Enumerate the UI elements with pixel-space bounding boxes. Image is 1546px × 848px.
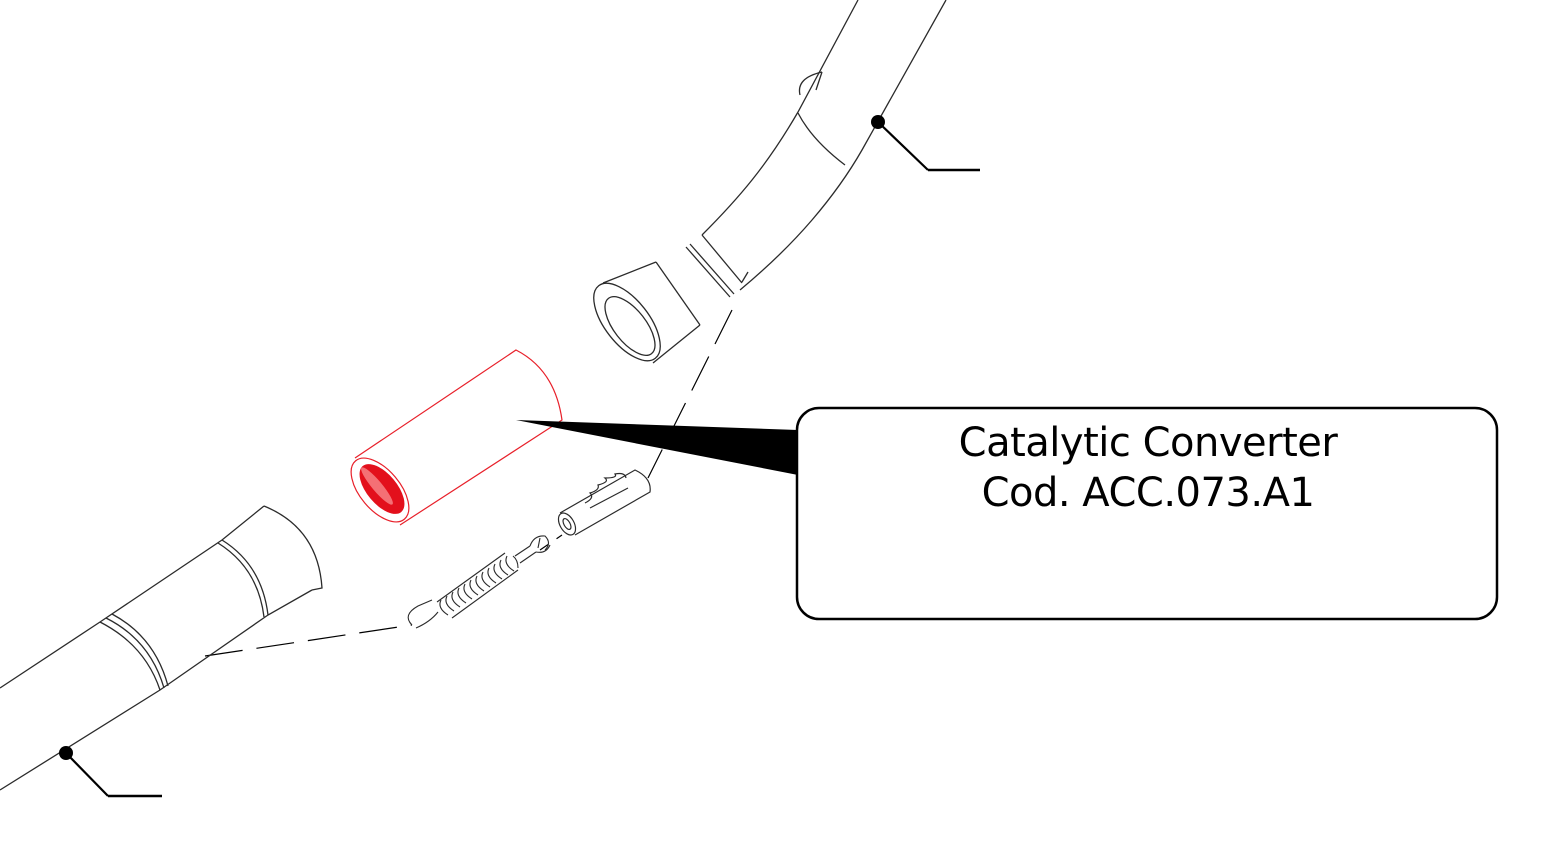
- catalytic-converter-part: [350, 349, 563, 526]
- upper-pipe: [593, 0, 947, 364]
- dashed-connectors: [204, 309, 733, 657]
- lower-pipe: [0, 505, 323, 791]
- upper-leader: [871, 115, 980, 172]
- spring-hook: [557, 469, 651, 536]
- leader-dot-icon: [59, 746, 73, 760]
- part-name: Catalytic Converter: [958, 420, 1338, 466]
- callout-box: [795, 406, 1499, 621]
- spring: [407, 535, 551, 629]
- callout-label: Catalytic Converter Cod. ACC.073.A1: [800, 418, 1496, 518]
- lower-leader: [59, 746, 162, 798]
- leader-dot-icon: [871, 115, 885, 129]
- part-code: Cod. ACC.073.A1: [981, 470, 1315, 516]
- callout-pointer-icon: [516, 420, 798, 475]
